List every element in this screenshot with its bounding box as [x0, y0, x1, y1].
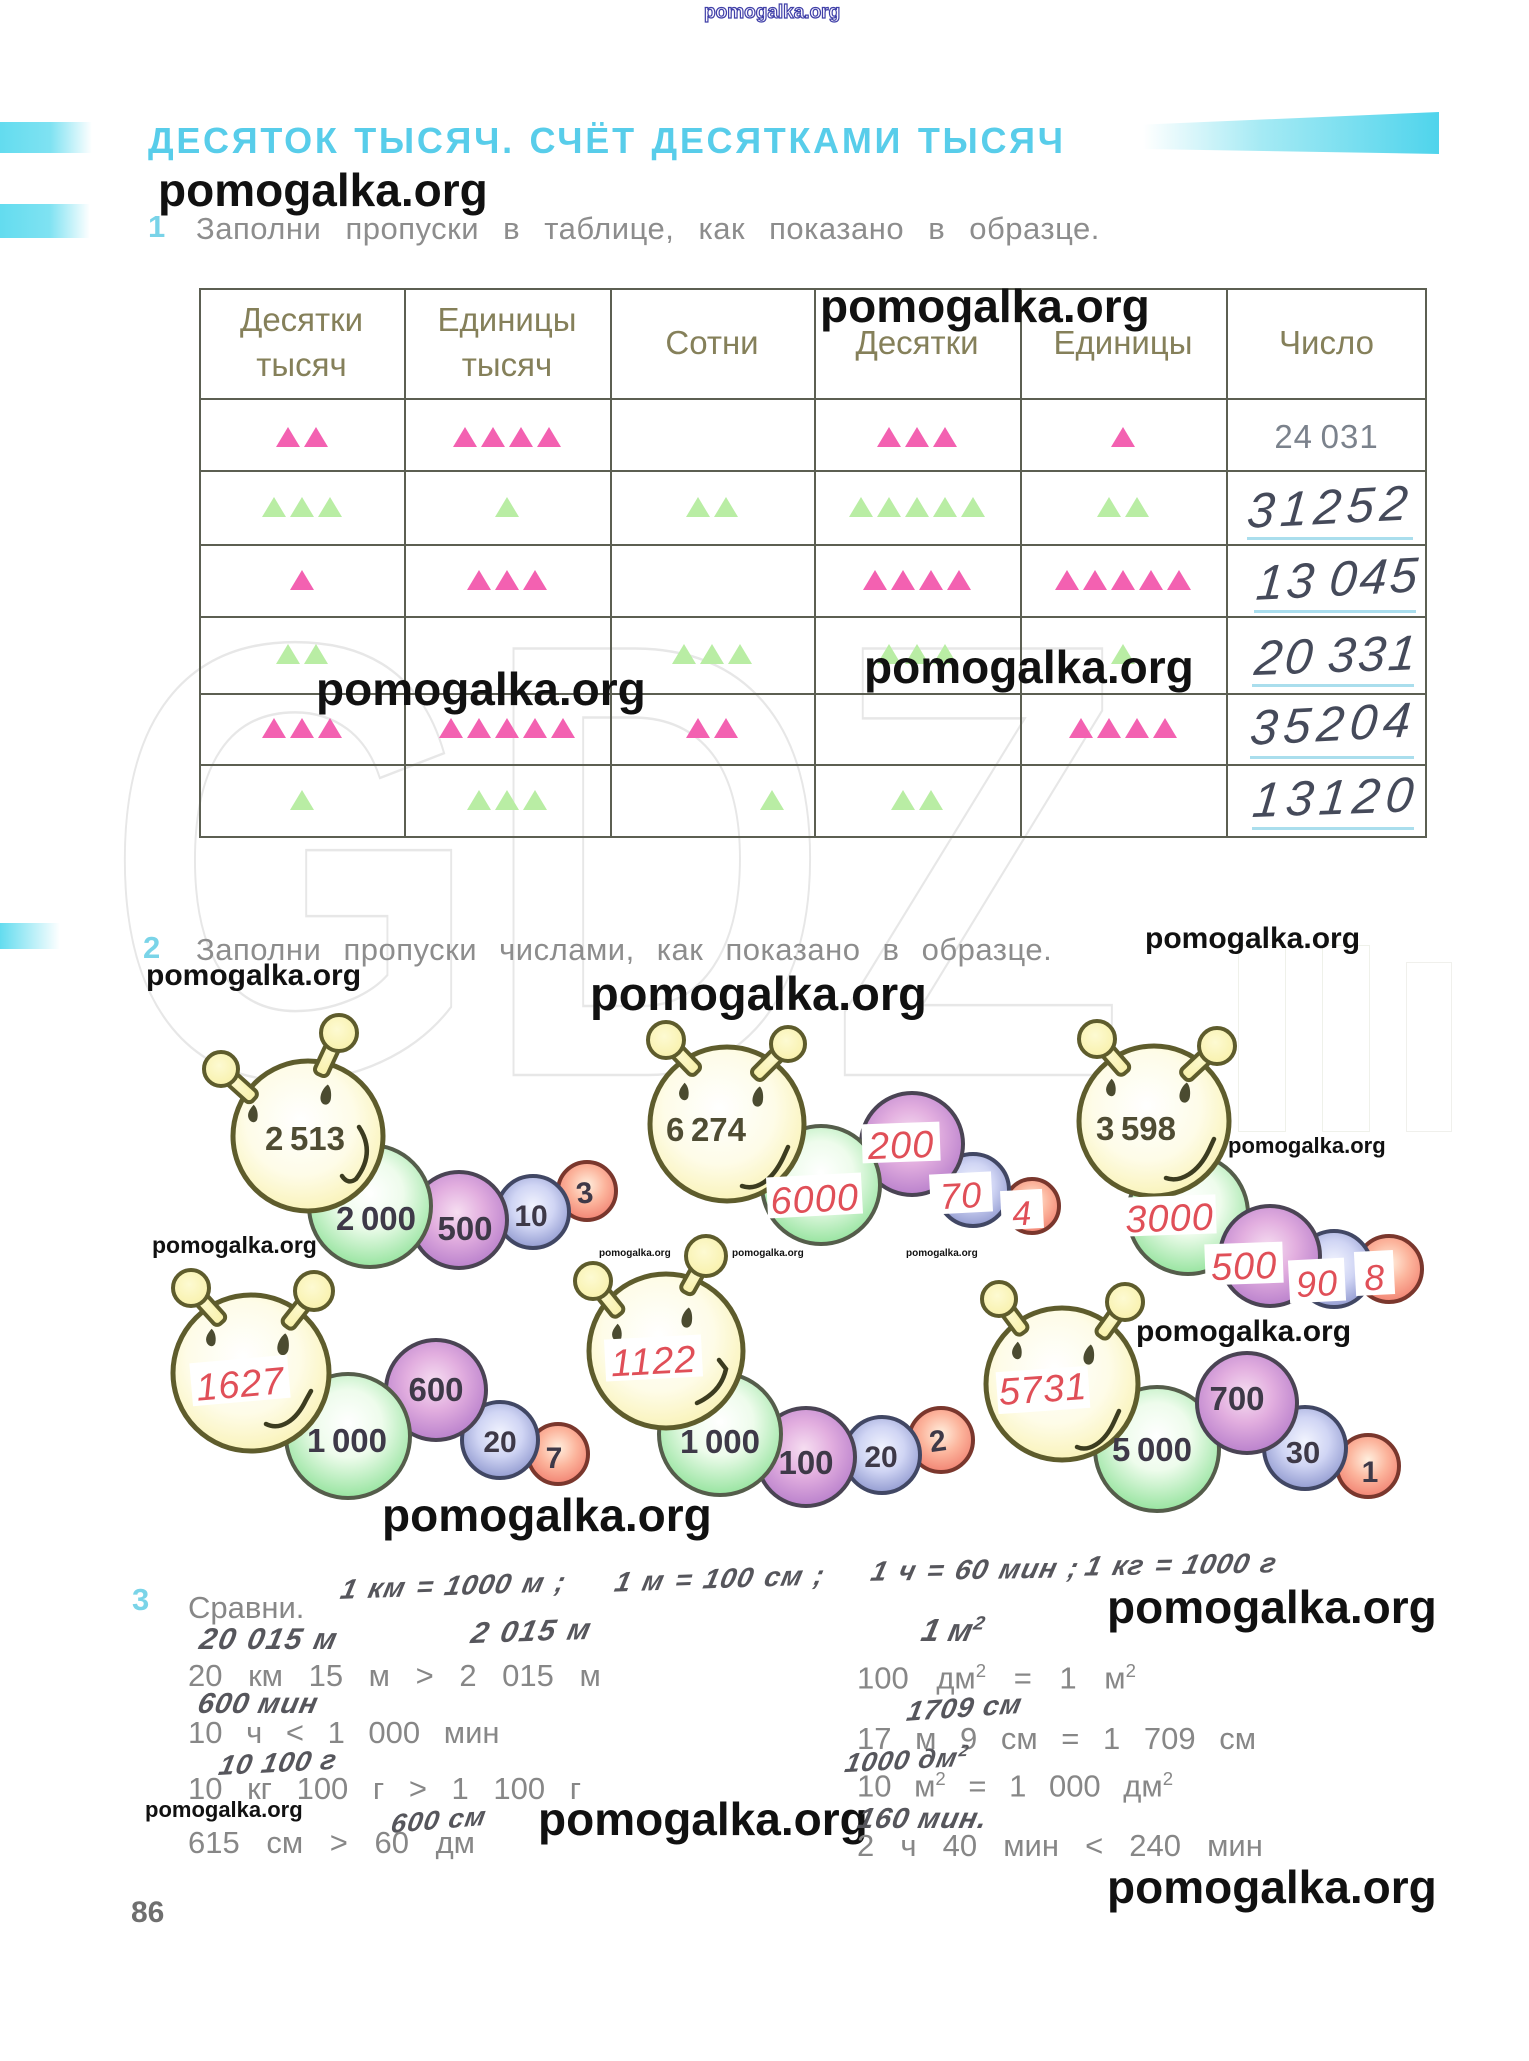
svg-text:3000: 3000: [1125, 1196, 1215, 1241]
svg-text:4: 4: [1011, 1194, 1033, 1233]
svg-text:30: 30: [1286, 1435, 1320, 1470]
svg-text:20: 20: [864, 1441, 897, 1474]
svg-text:2 000: 2 000: [336, 1200, 416, 1237]
svg-text:6000: 6000: [769, 1177, 860, 1224]
svg-text:200: 200: [866, 1124, 935, 1168]
svg-text:1: 1: [1362, 1456, 1379, 1489]
svg-text:2: 2: [927, 1424, 948, 1459]
svg-text:2 513: 2 513: [265, 1120, 345, 1157]
svg-text:1 000: 1 000: [307, 1422, 387, 1459]
svg-text:70: 70: [939, 1174, 983, 1217]
svg-text:90: 90: [1295, 1262, 1339, 1305]
svg-text:600: 600: [408, 1371, 463, 1408]
svg-text:7: 7: [546, 1442, 563, 1475]
svg-text:1 000: 1 000: [680, 1423, 760, 1460]
svg-text:100: 100: [778, 1444, 833, 1481]
svg-text:1122: 1122: [610, 1339, 698, 1385]
svg-text:700: 700: [1209, 1380, 1264, 1417]
svg-text:500: 500: [1210, 1245, 1278, 1289]
svg-text:1627: 1627: [194, 1360, 287, 1410]
svg-text:6 274: 6 274: [666, 1111, 747, 1148]
svg-text:5 000: 5 000: [1112, 1431, 1192, 1468]
svg-text:500: 500: [437, 1210, 492, 1247]
svg-text:3: 3: [574, 1176, 595, 1211]
svg-text:10: 10: [514, 1200, 547, 1233]
svg-text:8: 8: [1363, 1256, 1386, 1298]
svg-text:20: 20: [483, 1426, 516, 1459]
svg-text:3 598: 3 598: [1096, 1110, 1176, 1147]
svg-text:5731: 5731: [997, 1366, 1088, 1414]
